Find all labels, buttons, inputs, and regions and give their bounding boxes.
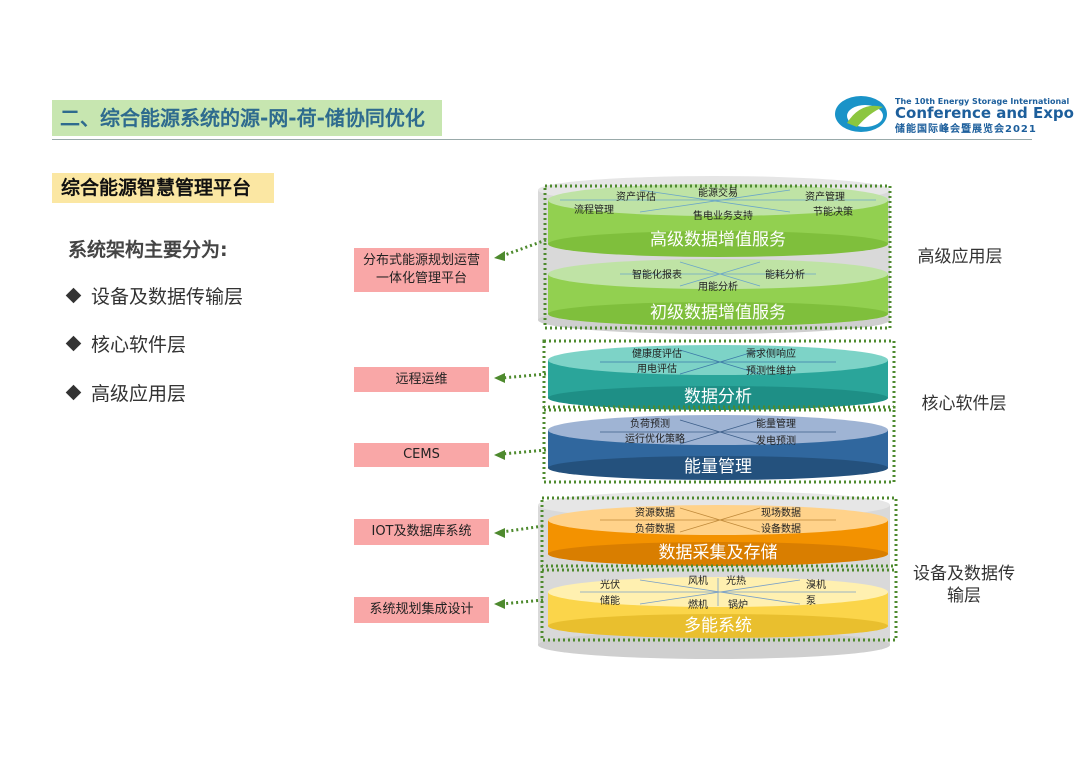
disk-item: 能耗分析 [765, 268, 805, 281]
disk-item: 燃机 [688, 598, 708, 611]
section-divider [52, 139, 1032, 140]
disk-item: 预测性维护 [746, 364, 796, 377]
arrow-line [501, 524, 544, 534]
iot-database-box: IOT及数据库系统 [354, 519, 489, 545]
disk-multi-energy: 光伏 风机 光热 溴机 储能 燃机 锅炉 泵 多能系统 [548, 574, 888, 638]
disk-item: 光热 [726, 574, 746, 587]
dotted-frame-energy [542, 408, 896, 484]
disk-item: 资产评估 [616, 190, 656, 203]
disk-item: 能源交易 [698, 186, 738, 199]
arrow-line [501, 448, 547, 456]
bullet-item: 核心软件层 [65, 330, 186, 357]
disk-item: 智能化报表 [632, 268, 682, 281]
intro-text: 系统架构主要分为: [68, 239, 228, 261]
disk-basic-service: 智能化报表 能耗分析 用能分析 初级数据增值服务 [548, 259, 888, 326]
disk-item: 能量管理 [756, 417, 796, 430]
logo-line-2: Conference and Expo [895, 104, 1074, 122]
dotted-frame-advanced [543, 184, 892, 330]
arrowhead-icon [494, 251, 505, 261]
disk-item: 流程管理 [574, 203, 614, 216]
disk-item: 现场数据 [761, 506, 801, 519]
disk-item: 溴机 [806, 578, 826, 591]
disk-data-collection: 资源数据 现场数据 负荷数据 设备数据 数据采集及存储 [548, 505, 888, 566]
logo-line-3: 储能国际峰会暨展览会2021 [895, 124, 1037, 135]
disk-item: 储能 [600, 594, 620, 607]
disk-title: 数据分析 [684, 387, 752, 407]
disk-item: 光伏 [600, 578, 620, 591]
disk-item: 资源数据 [635, 506, 675, 519]
arrowhead-icon [494, 450, 505, 460]
arrowhead-icon [494, 528, 505, 538]
disk-item: 泵 [806, 595, 816, 607]
layer-label-core: 核心软件层 [921, 394, 1007, 414]
disk-item: 需求侧响应 [746, 347, 796, 360]
disk-item: 用能分析 [698, 280, 738, 293]
arrowhead-icon [494, 599, 505, 609]
disk-advanced-service: 资产评估 能源交易 资产管理 流程管理 售电业务支持 节能决策 高级数据增值服务 [548, 184, 888, 257]
disk-item: 负荷预测 [630, 417, 670, 430]
disk-item: 设备数据 [761, 522, 801, 535]
disk-item: 资产管理 [805, 190, 845, 203]
disk-title: 初级数据增值服务 [650, 303, 786, 323]
disk-item: 用电评估 [637, 362, 677, 375]
dotted-frame-multi-energy [540, 568, 898, 642]
platform-box: 分布式能源规划运营一体化管理平台 [354, 248, 489, 292]
system-planning-box: 系统规划集成设计 [354, 597, 489, 623]
disk-item: 发电预测 [756, 434, 796, 447]
bullet-item: 高级应用层 [65, 379, 186, 406]
conference-logo-icon [835, 96, 887, 132]
disk-item: 风机 [688, 574, 708, 587]
disk-title: 多能系统 [684, 616, 752, 636]
remote-ops-box: 远程运维 [354, 367, 489, 392]
disk-title: 数据采集及存储 [659, 543, 778, 563]
diamond-bullet-icon [65, 384, 82, 401]
disk-item: 负荷数据 [635, 522, 675, 535]
disk-item: 售电业务支持 [693, 209, 753, 222]
dotted-frame-analysis [542, 339, 896, 409]
arrow-line [501, 598, 544, 606]
disk-item: 节能决策 [813, 205, 853, 218]
architecture-diagram: 资产评估 能源交易 资产管理 流程管理 售电业务支持 节能决策 高级数据增值服务… [494, 176, 898, 659]
arrow-line [501, 372, 547, 380]
disk-item: 锅炉 [728, 599, 748, 611]
disk-title: 能量管理 [684, 457, 752, 477]
disk-item: 运行优化策略 [625, 432, 685, 445]
sub-title: 综合能源智慧管理平台 [52, 173, 274, 203]
layer-label-advanced: 高级应用层 [917, 247, 1003, 267]
bullet-item: 设备及数据传输层 [65, 282, 243, 309]
disk-title: 高级数据增值服务 [650, 230, 786, 250]
diamond-bullet-icon [65, 335, 82, 352]
logo-line-1: The 10th Energy Storage International [895, 97, 1070, 106]
section-title: 二、综合能源系统的源-网-荷-储协同优化 [52, 100, 442, 136]
layer-label-device: 设备及数据传输层 [913, 564, 1015, 607]
disk-item: 健康度评估 [632, 347, 682, 360]
cems-box: CEMS [354, 443, 489, 467]
disk-data-analysis: 健康度评估 需求侧响应 用电评估 预测性维护 数据分析 [548, 345, 888, 410]
diamond-bullet-icon [65, 287, 82, 304]
disk-energy-management: 负荷预测 能量管理 运行优化策略 发电预测 能量管理 [548, 415, 888, 480]
dotted-frame-collection [540, 496, 898, 568]
arrowhead-icon [494, 373, 505, 383]
